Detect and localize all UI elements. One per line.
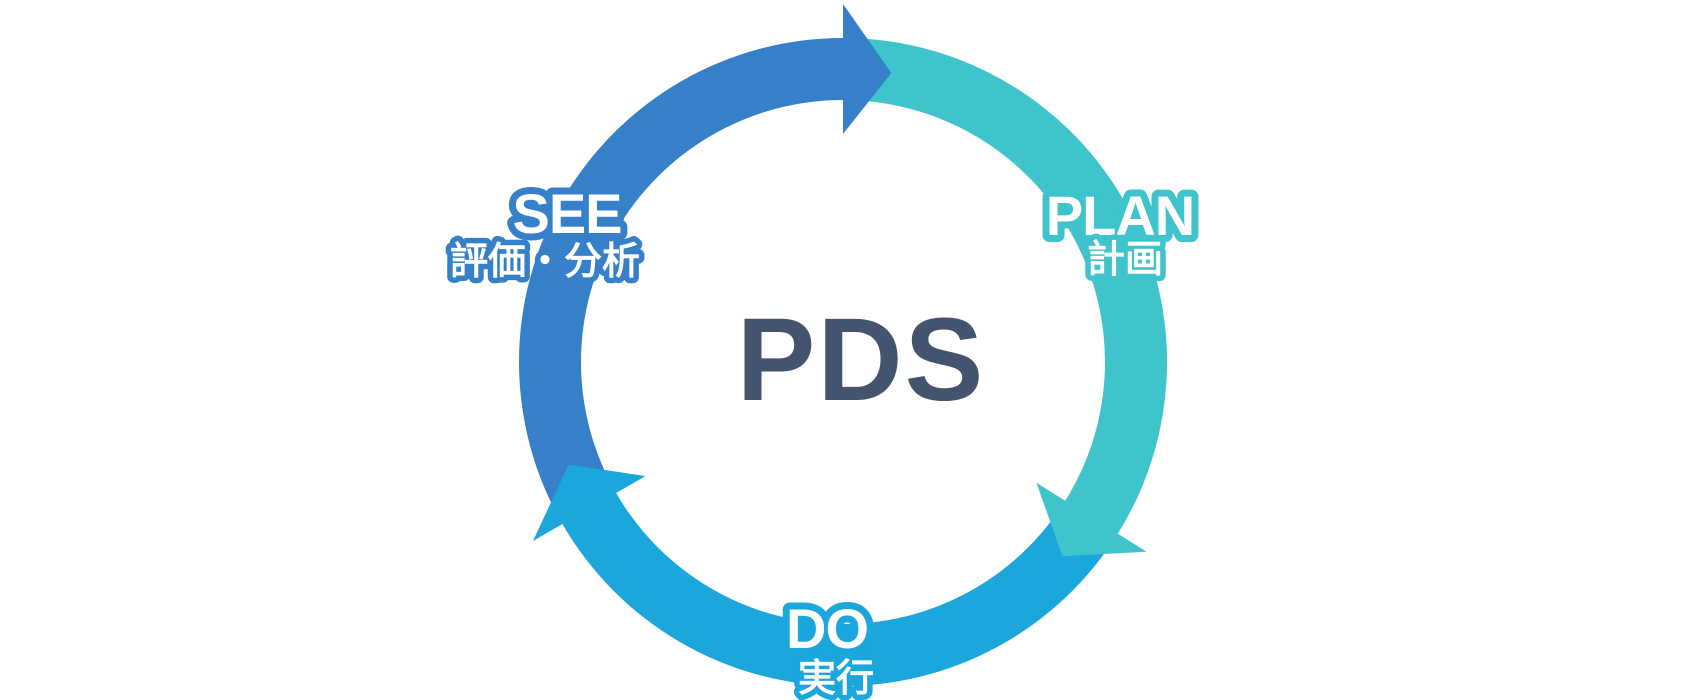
see-arrow-head-icon xyxy=(843,4,892,134)
do-sublabel: 実行 xyxy=(798,658,874,700)
see-sublabel: 評価・分析 xyxy=(450,241,640,283)
see-label: SEE xyxy=(512,182,621,245)
do-arc xyxy=(562,493,1118,687)
plan-label: PLAN xyxy=(1046,184,1194,247)
see-arc xyxy=(518,37,843,524)
do-label: DO xyxy=(786,597,868,660)
center-label: PDS xyxy=(737,294,986,426)
plan-arc xyxy=(843,37,1168,534)
do-arrow-head-icon xyxy=(533,464,646,541)
plan-arrow-head-icon xyxy=(1036,482,1147,557)
plan-sublabel: 計画 xyxy=(1087,239,1163,281)
